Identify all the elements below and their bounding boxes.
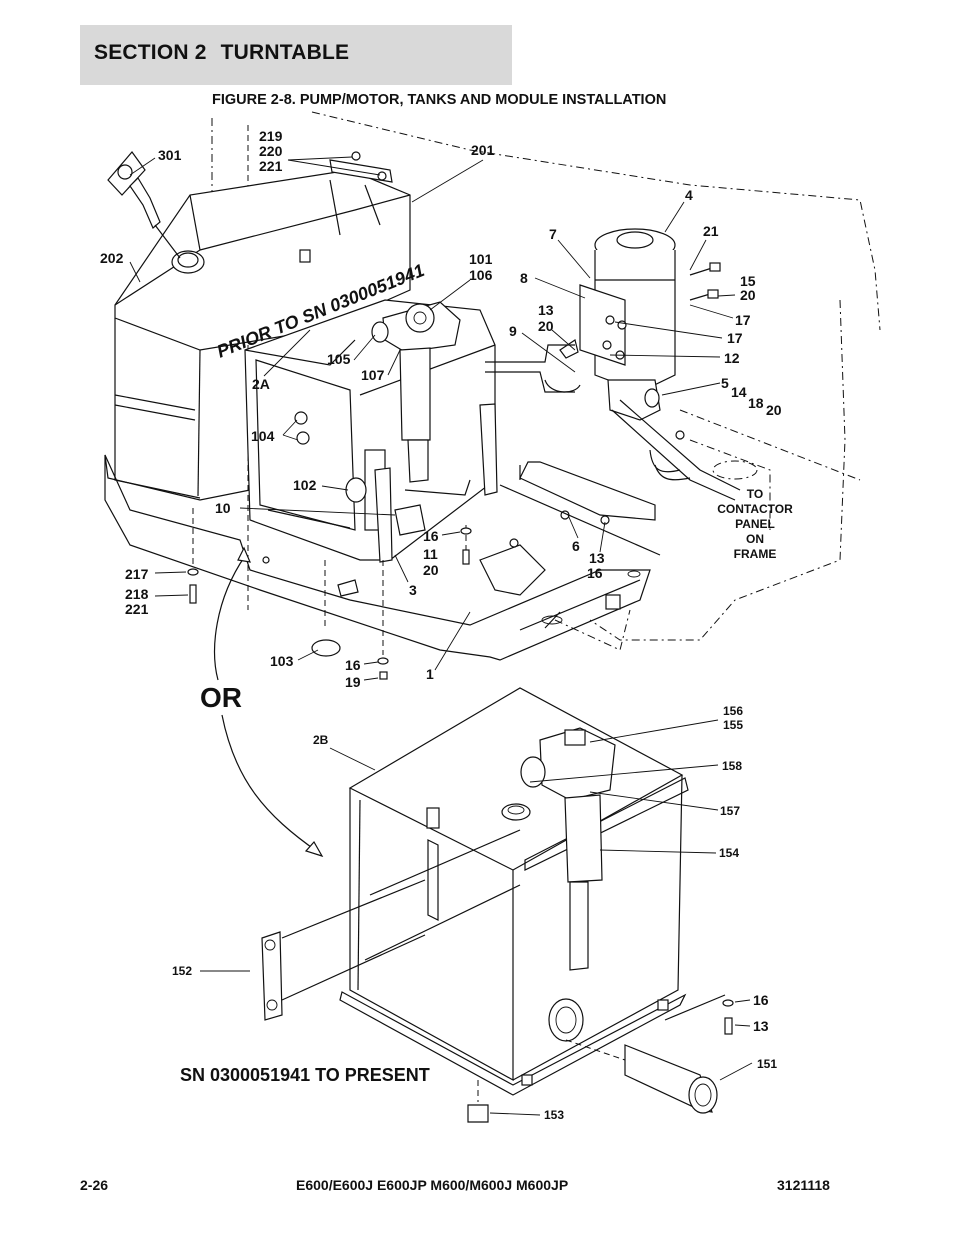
callout-labels: 219 220 221 201 301 202 4 7 21 8 101 106…	[100, 128, 782, 1122]
callout-15: 15	[740, 273, 756, 289]
callout-2a: 2A	[252, 376, 270, 392]
callout-156: 156	[723, 704, 743, 718]
callout-105: 105	[327, 351, 351, 367]
callout-18: 18	[748, 395, 764, 411]
callout-9: 9	[509, 323, 517, 339]
callout-20-d: 20	[423, 562, 439, 578]
breather-cap	[107, 151, 181, 259]
hardware-left	[187, 508, 472, 680]
callout-19: 19	[345, 674, 361, 690]
callout-5: 5	[721, 375, 729, 391]
callout-155: 155	[723, 718, 743, 732]
callout-106: 106	[469, 267, 493, 283]
hoses-bracket	[485, 339, 741, 525]
callout-154: 154	[719, 846, 739, 860]
callout-153: 153	[544, 1108, 564, 1122]
callout-14: 14	[731, 384, 747, 400]
upper-reservoir	[104, 151, 411, 501]
callout-7: 7	[549, 226, 557, 242]
page-number: 2-26	[80, 1177, 109, 1193]
callout-10: 10	[215, 500, 231, 516]
note-line-2: CONTACTOR	[717, 502, 793, 516]
callout-220: 220	[259, 143, 283, 159]
callout-16-b: 16	[587, 565, 603, 581]
callout-17: 17	[735, 312, 751, 328]
callout-21: 21	[703, 223, 719, 239]
note-line-1: TO	[747, 487, 763, 501]
callout-202: 202	[100, 250, 124, 266]
callout-16: 16	[423, 528, 439, 544]
callout-217: 217	[125, 566, 149, 582]
callout-221: 221	[259, 158, 283, 174]
leader-lines	[129, 156, 753, 1116]
callout-3: 3	[409, 582, 417, 598]
callout-16-c: 16	[345, 657, 361, 673]
callout-11: 11	[423, 546, 438, 562]
callout-16-d: 16	[753, 992, 769, 1008]
callout-20: 20	[740, 287, 756, 303]
callout-151: 151	[757, 1057, 777, 1071]
callout-13-c: 13	[753, 1018, 769, 1034]
callout-101: 101	[469, 251, 493, 267]
tank-2a	[244, 299, 498, 563]
contactor-note: TO CONTACTOR PANEL ON FRAME	[717, 487, 793, 561]
callout-219: 219	[259, 128, 283, 144]
callout-201: 201	[471, 142, 495, 158]
tank-2b	[261, 687, 734, 1123]
note-line-5: FRAME	[734, 547, 777, 561]
callout-13: 13	[538, 302, 554, 318]
document-number: 3121118	[777, 1177, 830, 1193]
callout-157: 157	[720, 804, 740, 818]
callout-102: 102	[293, 477, 317, 493]
callout-107: 107	[361, 367, 385, 383]
callout-20-b: 20	[538, 318, 554, 334]
callout-301: 301	[158, 147, 182, 163]
sn-caption: SN 0300051941 TO PRESENT	[180, 1065, 430, 1085]
callout-158: 158	[722, 759, 742, 773]
note-line-3: PANEL	[735, 517, 775, 531]
callout-104: 104	[251, 428, 275, 444]
or-text: OR	[200, 682, 242, 713]
callout-4: 4	[685, 187, 693, 203]
callout-17-b: 17	[727, 330, 743, 346]
note-line-4: ON	[746, 532, 764, 546]
callout-2b: 2B	[313, 733, 329, 747]
callout-218: 218	[125, 586, 149, 602]
callout-20-c: 20	[766, 402, 782, 418]
callout-152: 152	[172, 964, 192, 978]
callout-8: 8	[520, 270, 528, 286]
figure-caption: PUMP/MOTOR, TANKS AND MODULE INSTALLATIO…	[299, 92, 667, 108]
base-plate	[104, 454, 661, 661]
callout-103: 103	[270, 653, 294, 669]
callout-12: 12	[724, 350, 740, 366]
model-list: E600/E600J E600JP M600/M600J M600JP	[296, 1177, 569, 1193]
figure-title: FIGURE 2-8. PUMP/MOTOR, TANKS AND MODULE…	[212, 92, 666, 108]
pump-motor	[579, 228, 721, 421]
callout-13-b: 13	[589, 550, 605, 566]
figure-number: FIGURE 2-8.	[212, 92, 296, 108]
callout-6: 6	[572, 538, 580, 554]
or-arrow	[214, 546, 324, 858]
callout-221-b: 221	[125, 601, 149, 617]
callout-1: 1	[426, 666, 434, 682]
